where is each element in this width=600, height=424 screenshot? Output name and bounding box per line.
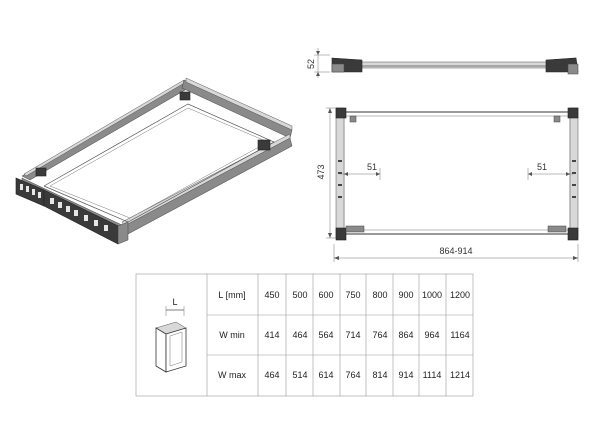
table-cell: 1214 [450,370,470,380]
table-cell: 414 [264,330,279,340]
table-cell: 600 [318,290,333,300]
dim-right-offset-51: 51 [537,162,547,172]
table-cell: 750 [345,290,360,300]
row-label-wmax: W max [218,370,246,380]
dim-depth-473: 473 [316,164,326,179]
table-cell: 764 [372,330,387,340]
table-cell: 1000 [422,290,442,300]
dim-height-52: 52 [306,59,316,69]
table-cell: 814 [372,370,387,380]
table-cell: 1164 [450,330,469,340]
row-label-wmin: W min [219,330,245,340]
table-cell: 500 [292,290,307,300]
table-cell: 800 [372,290,387,300]
table-cell: 900 [398,290,413,300]
table-cell: 464 [264,370,279,380]
table-cell: 914 [398,370,413,380]
dim-width-range: 864-914 [439,246,472,256]
table-cell: 714 [345,330,360,340]
table-cell: 564 [318,330,333,340]
row-label-length: L [mm] [218,290,245,300]
plan-view [326,107,579,262]
table-cell: 964 [424,330,439,340]
table-cell: 1114 [423,370,442,380]
table-cell: 614 [318,370,333,380]
table-cell: 450 [264,290,279,300]
table-cell: 514 [292,370,307,380]
table-cell: 464 [292,330,307,340]
isometric-pull-out-frame [15,77,293,245]
table-cell: 764 [345,370,360,380]
table-cell: 1200 [450,290,470,300]
size-table: L L [mm] W min W max 450 500 600 750 800… [135,273,474,397]
drawer-box-icon [155,306,187,373]
side-view [314,48,579,78]
dim-left-offset-51: 51 [367,162,377,172]
table-cell: 864 [398,330,413,340]
icon-label-L: L [172,297,177,307]
